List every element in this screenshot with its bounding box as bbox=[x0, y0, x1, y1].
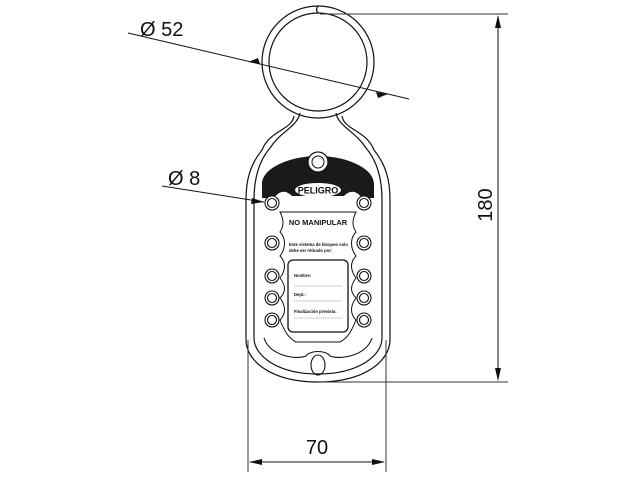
dimension-overall-height: 180 bbox=[318, 13, 508, 383]
field-completion-label: Finalización prevista: bbox=[294, 309, 337, 314]
overall-height-label: 180 bbox=[475, 188, 497, 221]
bottom-slot bbox=[263, 337, 373, 376]
dimension-overall-width: 70 bbox=[247, 340, 387, 472]
dimension-ring-diameter: Ø 52 bbox=[127, 19, 410, 100]
form-box: Nombre: Dept.: Finalización prevista: bbox=[287, 259, 349, 333]
inner-panel bbox=[279, 211, 357, 343]
warning-title: NO MANIPULAR bbox=[289, 218, 348, 227]
ring-diameter-label: Ø 52 bbox=[140, 19, 183, 41]
instruction-line-2: debe ser retirado por: bbox=[289, 248, 332, 253]
dimension-hole-diameter: Ø 8 bbox=[161, 168, 265, 204]
field-dept-label: Dept.: bbox=[294, 292, 306, 297]
side-holes bbox=[264, 195, 372, 328]
peligro-label: PELIGRO bbox=[298, 186, 339, 196]
overall-width-label: 70 bbox=[306, 437, 328, 459]
hole-diameter-label: Ø 8 bbox=[168, 168, 200, 190]
instruction-line-1: Este sistema de bloqueo solo bbox=[289, 242, 348, 247]
peligro-header: PELIGRO bbox=[262, 151, 374, 198]
hasp-ring bbox=[261, 5, 375, 119]
field-name-label: Nombre: bbox=[294, 273, 311, 278]
